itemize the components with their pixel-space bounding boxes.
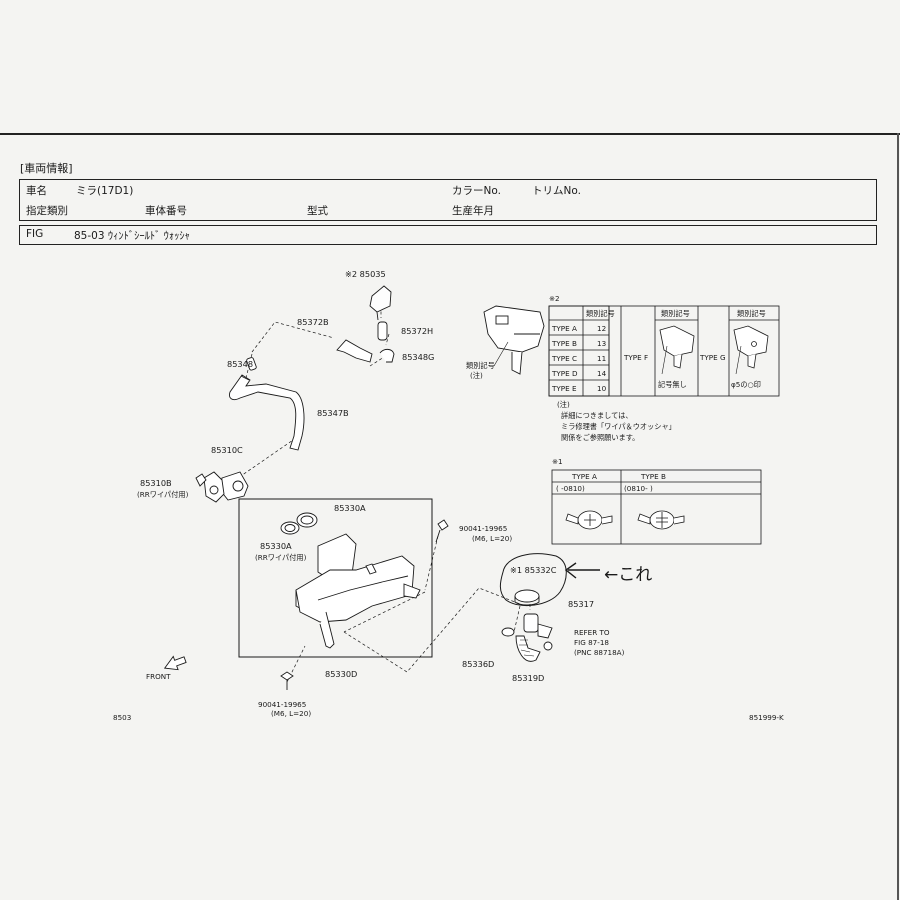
type-g-header: 類別記号 xyxy=(737,309,766,318)
type-f-note: 記号無し xyxy=(658,380,687,389)
label-bolt-bottom-spec: (M6, L=20) xyxy=(271,709,311,718)
label-85035: ※2 85035 xyxy=(345,269,386,279)
sheet-top-edge xyxy=(0,133,900,135)
type-row-code: 13 xyxy=(597,339,606,348)
label-85347B: 85347B xyxy=(317,408,349,418)
trim-label: トリムNo. xyxy=(532,185,581,197)
fig-box: FIG 85-03 ｳｨﾝﾄﾞｼｰﾙﾄﾞ ｳｫｯｼｬ xyxy=(19,225,877,245)
handwritten-arrow-icon xyxy=(564,562,600,579)
label-85330A-note: (RRワイパ付用) xyxy=(255,553,307,562)
label-85319D: 85319D xyxy=(512,673,544,683)
footer-right-code: 851999-K xyxy=(749,713,784,722)
type-row-type: TYPE C xyxy=(551,354,577,363)
label-nozzle-mark: 類別記号 xyxy=(466,361,495,370)
label-85336D: 85336D xyxy=(462,659,494,669)
label-bolt-bottom: 90041-19965 xyxy=(258,700,306,709)
label-refer-3: (PNC 88718A) xyxy=(574,648,625,657)
label-85330D: 85330D xyxy=(325,669,357,679)
type-table-1-range-a: ( -0810) xyxy=(556,484,585,493)
type-table-1-type-b: TYPE B xyxy=(640,472,666,481)
note-marker: (注) xyxy=(557,400,570,409)
type-table-2-header: 類別記号 xyxy=(586,309,615,318)
type-table-2-rows: TYPE A 12 TYPE B 13 TYPE C 11 TYPE D 14 … xyxy=(551,324,607,393)
label-85372B: 85372B xyxy=(297,317,329,327)
type-f-label: TYPE F xyxy=(623,353,648,362)
vehicle-info-box: 車名 ミラ(17D1) カラーNo. トリムNo. 指定類別 車体番号 型式 生… xyxy=(19,179,877,221)
color-label: カラーNo. xyxy=(452,185,501,197)
type-row-code: 14 xyxy=(597,369,607,378)
sheet-right-edge xyxy=(897,133,899,900)
handwritten-note: ←これ xyxy=(604,565,652,585)
label-front: FRONT xyxy=(146,672,171,681)
type-row-type: TYPE D xyxy=(551,369,578,378)
label-bolt-right: 90041-19965 xyxy=(459,524,507,533)
type-row-type: TYPE A xyxy=(551,324,577,333)
note-line-2: ミラ修理書「ワイパ＆ウオッシャ」 xyxy=(561,422,676,431)
type-row-code: 11 xyxy=(597,354,606,363)
label-refer-1: REFER TO xyxy=(574,628,610,637)
label-85310B: 85310B xyxy=(140,478,172,488)
note-line-3: 関係をご参照願います。 xyxy=(561,433,639,442)
type-row-code: 10 xyxy=(597,384,607,393)
label-refer-2: FIG 87-18 xyxy=(574,638,609,647)
model-label: 型式 xyxy=(307,205,328,217)
type-g-label: TYPE G xyxy=(699,353,726,362)
type-row-code: 12 xyxy=(597,324,606,333)
type-row-type: TYPE E xyxy=(551,384,577,393)
production-date-label: 生産年月 xyxy=(452,205,494,217)
label-85317: 85317 xyxy=(568,599,594,609)
type-table-1-marker: ※1 xyxy=(552,457,563,466)
label-bolt-right-spec: (M6, L=20) xyxy=(472,534,512,543)
label-85332C: ※1 85332C xyxy=(510,565,557,575)
label-85372H: 85372H xyxy=(401,326,433,336)
fig-label: FIG xyxy=(26,228,44,240)
label-85310B-note: (RRワイパ付用) xyxy=(137,490,189,499)
label-nozzle-mark-note: (注) xyxy=(470,371,483,380)
note-line-1: 詳細につきましては、 xyxy=(561,411,633,420)
label-85348G: 85348G xyxy=(402,352,434,362)
footer-left-code: 8503 xyxy=(113,713,131,722)
type-table-1-type-a: TYPE A xyxy=(571,472,597,481)
class-label: 指定類別 xyxy=(26,205,68,217)
section-title: [車両情報] xyxy=(20,162,73,175)
type-row-type: TYPE B xyxy=(551,339,577,348)
label-85330A-left: 85330A xyxy=(260,541,292,551)
label-85330A-top: 85330A xyxy=(334,503,366,513)
type-g-note: φ5の○印 xyxy=(731,380,761,389)
type-f-header: 類別記号 xyxy=(661,309,690,318)
car-name-value: ミラ(17D1) xyxy=(76,185,134,197)
body-no-label: 車体番号 xyxy=(145,205,187,217)
car-name-label: 車名 xyxy=(26,185,47,197)
type-table-1-range-b: (0810- ) xyxy=(624,484,653,493)
type-table-2-marker: ※2 xyxy=(549,294,560,303)
fig-value: 85-03 ｳｨﾝﾄﾞｼｰﾙﾄﾞ ｳｫｯｼｬ xyxy=(74,230,190,242)
label-85310C: 85310C xyxy=(211,445,243,455)
label-85348: 85348 xyxy=(227,359,253,369)
